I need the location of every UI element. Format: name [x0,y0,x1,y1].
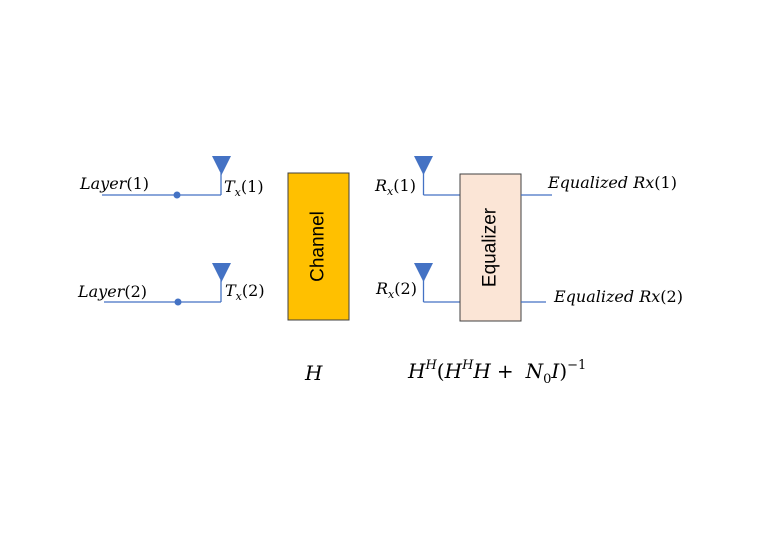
rx-2-label: Rx(2) [375,279,417,301]
output-1-label: Equalized Rx(1) [547,173,677,192]
output-2-label: Equalized Rx(2) [553,287,683,306]
tx-1-antenna-icon [212,156,231,175]
rx-1-label: Rx(1) [374,176,416,198]
layer-1-node [173,191,181,199]
equalizer-formula: HH(HHH+N0I)−1 [407,358,586,387]
rx-1-antenna-icon [414,156,433,175]
tx-2-label: Tx(2) [225,281,265,303]
channel-label: Channel [308,211,329,282]
channel-block [287,172,350,321]
rx-2-antenna-icon [414,263,433,282]
equalizer-block [459,173,522,322]
layer-1-label: Layer(1) [79,174,149,193]
equalizer-label: Equalizer [480,207,501,287]
channel-matrix-label: H [304,361,323,385]
layer-2-label: Layer(2) [77,282,147,301]
tx-1-label: Tx(1) [224,177,264,199]
layer-2-node [174,298,182,306]
tx-2-antenna-icon [212,263,231,282]
